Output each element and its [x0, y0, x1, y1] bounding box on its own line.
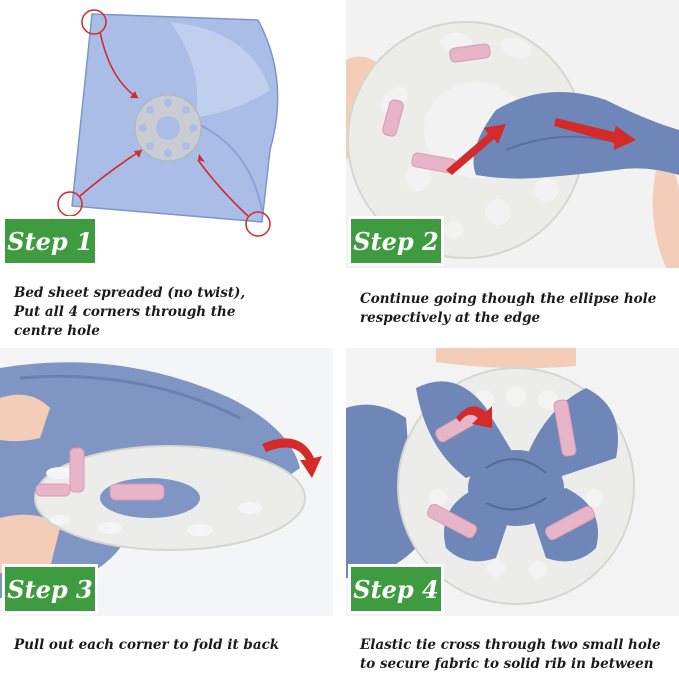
hanger-disc: [347, 21, 585, 259]
arrow-heads: [130, 91, 205, 162]
pink-clips: [427, 399, 595, 541]
step-1-panel: Step 1: [0, 0, 333, 268]
step-2-badge: Step 2: [348, 216, 444, 266]
red-arrow: [262, 438, 322, 478]
step-1-badge: Step 1: [2, 216, 98, 266]
red-arrow: [456, 406, 492, 428]
step-1-caption: Bed sheet spreaded (no twist), Put all 4…: [14, 285, 246, 339]
pink-clips: [382, 43, 491, 174]
step-3-caption: Pull out each corner to fold it back: [14, 637, 280, 653]
step-2-caption: Continue going though the ellipse hole r…: [360, 291, 657, 326]
fabric-crease: [19, 374, 241, 420]
hand-bottom: [0, 514, 60, 575]
step-3-panel: Step 3: [0, 348, 333, 616]
step-4-panel: Step 4: [346, 348, 679, 616]
fabric-creases: [485, 458, 547, 511]
sheet-crease: [199, 124, 263, 211]
step-3-illustration: [0, 362, 322, 598]
hand-top: [0, 394, 50, 442]
step-2-panel: Step 2: [346, 0, 679, 268]
hand: [436, 348, 576, 369]
step-4-illustration: [346, 348, 635, 605]
fabric-crease: [505, 135, 607, 151]
corner-marker-bottom-right: [245, 211, 271, 237]
corner-marker-top-left: [81, 9, 107, 35]
step-2-illustration: [346, 21, 679, 268]
step-3-badge: Step 3: [2, 564, 98, 614]
step-1-illustration: [57, 9, 279, 237]
background-fabric: [346, 404, 416, 578]
fabric: [473, 92, 679, 179]
step-4-badge: Step 4: [348, 564, 444, 614]
hand-right: [652, 167, 679, 268]
red-arrows: [446, 118, 636, 175]
step-4-caption: Elastic tie cross through two small hole…: [360, 637, 661, 672]
pink-clips: [35, 447, 165, 501]
hanger-disc: [134, 94, 202, 162]
sheet-fold: [170, 22, 270, 118]
